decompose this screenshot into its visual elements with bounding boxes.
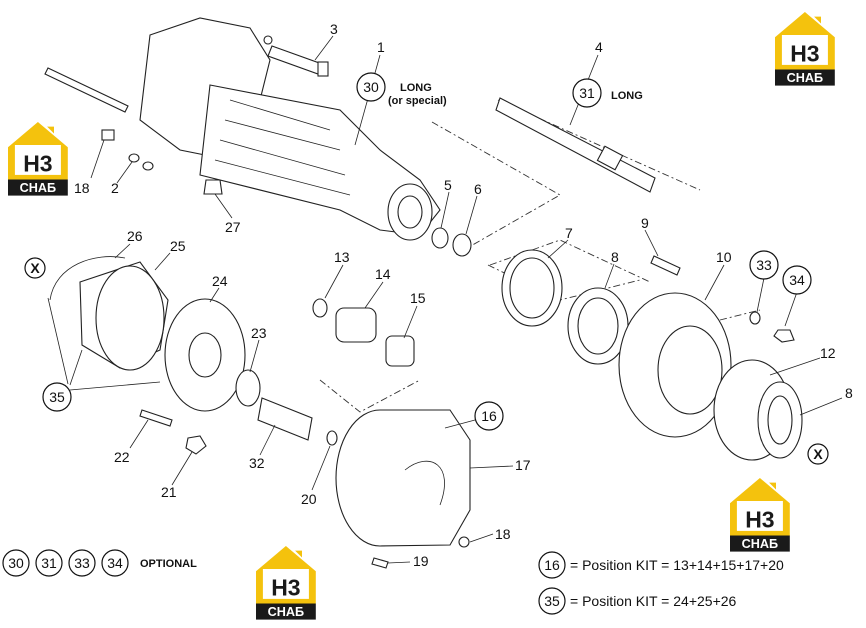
optional-30: 30 xyxy=(8,555,24,571)
ring-part-13 xyxy=(312,298,328,318)
callout-20: 20 xyxy=(301,491,317,507)
logo-top-text: H3 xyxy=(790,40,819,66)
shaft-part-4 xyxy=(495,97,656,193)
callout-19: 19 xyxy=(413,553,429,569)
callout-15: 15 xyxy=(410,290,426,306)
kit-35-text: = Position KIT = 24+25+26 xyxy=(570,593,737,609)
small-parts-18-19 xyxy=(371,536,470,569)
callout-10: 10 xyxy=(716,249,732,265)
callout-23: 23 xyxy=(251,325,267,341)
bolt-part-3 xyxy=(263,35,329,77)
note-long-31: LONG xyxy=(611,90,643,102)
callout-12: 12 xyxy=(820,345,836,361)
notes: LONG (or special) LONG OPTIONAL xyxy=(140,82,643,570)
bearing-part-8b xyxy=(757,381,803,459)
callout-14: 14 xyxy=(375,266,391,282)
callout-13: 13 xyxy=(334,249,350,265)
watermark-logo-right: H3 СНАБ xyxy=(730,478,790,552)
callout-24: 24 xyxy=(212,273,228,289)
gear-part-14 xyxy=(335,307,377,343)
leader-lines xyxy=(47,35,843,564)
kit-16-circle: 16 xyxy=(544,557,560,573)
callout-8a: 8 xyxy=(611,249,619,265)
callout-5: 5 xyxy=(444,177,452,193)
washer-part-20 xyxy=(326,430,338,446)
callout-25: 25 xyxy=(170,238,186,254)
logo-bottom-text: СНАБ xyxy=(20,181,56,195)
callout-1: 1 xyxy=(377,39,385,55)
bolt-part-22 xyxy=(139,409,173,427)
circled-16: 16 xyxy=(481,408,497,424)
kit-legend: = Position KIT = 13+14+15+17+20 = Positi… xyxy=(570,557,784,609)
kit-16-text: = Position KIT = 13+14+15+17+20 xyxy=(570,557,784,573)
circled-31: 31 xyxy=(579,85,595,101)
optional-33: 33 xyxy=(74,555,90,571)
callout-7: 7 xyxy=(565,225,573,241)
callout-26: 26 xyxy=(127,228,143,244)
callout-4: 4 xyxy=(595,39,603,55)
callout-3: 3 xyxy=(330,21,338,37)
callout-21: 21 xyxy=(161,484,177,500)
callout-17: 17 xyxy=(515,457,531,473)
circled-x-right: X xyxy=(813,446,823,462)
rings-part-5-6 xyxy=(431,227,472,257)
watermark-logo-top-right: H3 СНАБ xyxy=(775,12,835,86)
callout-22: 22 xyxy=(114,449,130,465)
optional-31: 31 xyxy=(41,555,57,571)
logo-bottom-text: СНАБ xyxy=(268,605,304,619)
callout-18b: 18 xyxy=(495,526,511,542)
logo-top-text: H3 xyxy=(23,150,52,176)
callout-27: 27 xyxy=(225,219,241,235)
circled-x-left: X xyxy=(30,260,40,276)
note-or-special: (or special) xyxy=(388,95,447,107)
bearing-part-8a xyxy=(567,287,629,365)
circled-33: 33 xyxy=(756,257,772,273)
sun-gear-part-32 xyxy=(257,397,313,441)
callout-labels: 1 2 3 4 5 6 7 8 8 9 10 12 13 14 15 17 18… xyxy=(74,21,853,569)
callout-9: 9 xyxy=(641,215,649,231)
washer-part-23 xyxy=(235,369,261,407)
stud-part xyxy=(44,67,129,113)
planet-carrier-part-17 xyxy=(335,409,471,547)
watermark-logo-bottom: H3 СНАБ xyxy=(256,546,316,620)
logo-bottom-text: СНАБ xyxy=(787,71,823,85)
note-long-30: LONG xyxy=(400,82,432,94)
callout-32: 32 xyxy=(249,455,265,471)
callout-2: 2 xyxy=(111,180,119,196)
note-optional: OPTIONAL xyxy=(140,558,197,570)
seal-part-7 xyxy=(501,249,563,327)
ring-gear-part-25 xyxy=(79,261,169,371)
bolt-part-9 xyxy=(650,255,681,276)
logo-top-text: H3 xyxy=(271,574,300,600)
axle-housing-part-1 xyxy=(139,17,441,241)
circled-callouts: 30 31 33 34 35 16 X X 30 31 33 34 16 35 xyxy=(2,72,829,615)
watermark-logo-left: H3 СНАБ xyxy=(8,122,68,196)
optional-34: 34 xyxy=(107,555,123,571)
logo-bottom-text: СНАБ xyxy=(742,537,778,551)
small-parts-33-34 xyxy=(749,311,795,343)
callout-18a: 18 xyxy=(74,180,90,196)
small-parts-left xyxy=(101,129,223,195)
logo-top-text: H3 xyxy=(745,506,774,532)
kit-35-circle: 35 xyxy=(544,593,560,609)
callout-6: 6 xyxy=(474,181,482,197)
callout-8b: 8 xyxy=(845,385,853,401)
nut-part-21 xyxy=(185,435,207,455)
snap-ring-part-26 xyxy=(49,256,126,301)
circled-35: 35 xyxy=(49,389,65,405)
gear-part-15 xyxy=(385,335,415,367)
hub-part-10 xyxy=(618,292,732,438)
circled-34: 34 xyxy=(789,272,805,288)
gear-part-24 xyxy=(164,298,246,412)
circled-30: 30 xyxy=(363,79,379,95)
